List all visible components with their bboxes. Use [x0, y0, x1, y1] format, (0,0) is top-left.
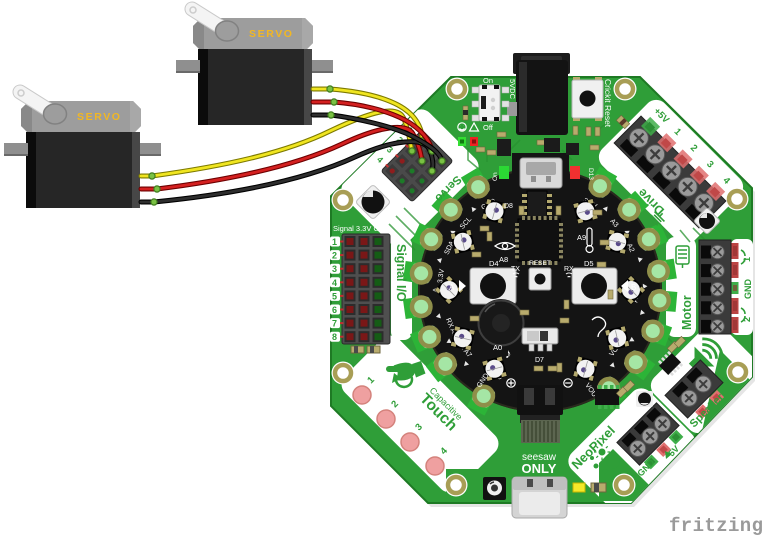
svg-text:GND: GND	[743, 279, 753, 300]
svg-text:D13: D13	[587, 168, 594, 180]
svg-text:6: 6	[332, 305, 337, 315]
svg-text:5VDC: 5VDC	[508, 79, 517, 100]
svg-text:3.3V: 3.3V	[437, 268, 446, 284]
svg-text:2: 2	[742, 317, 752, 322]
svg-text:Signal 3.3V GND: Signal 3.3V GND	[333, 224, 391, 233]
svg-text:D8: D8	[504, 203, 513, 210]
svg-text:seesaw: seesaw	[522, 452, 557, 463]
svg-text:TX: TX	[511, 266, 520, 273]
svg-text:1: 1	[742, 257, 752, 262]
svg-text:A2: A2	[625, 243, 635, 254]
svg-text:B: B	[631, 283, 636, 292]
svg-text:3: 3	[385, 144, 396, 155]
svg-text:ONLY: ONLY	[522, 461, 557, 476]
svg-text:On: On	[492, 172, 499, 181]
svg-text:Signal I/O: Signal I/O	[394, 244, 408, 302]
svg-text:SERVO: SERVO	[249, 28, 294, 40]
svg-text:D7: D7	[535, 357, 544, 364]
svg-text:7: 7	[332, 319, 337, 329]
svg-text:On: On	[483, 76, 493, 85]
svg-text:RESET: RESET	[529, 260, 551, 267]
svg-text:3: 3	[332, 264, 337, 274]
svg-text:A: A	[449, 283, 455, 292]
svg-text:♪: ♪	[505, 346, 512, 361]
svg-text:2: 2	[332, 251, 337, 261]
svg-text:RX: RX	[564, 266, 574, 273]
svg-text:A8: A8	[499, 255, 508, 264]
svg-text:A0: A0	[493, 343, 502, 352]
svg-text:2: 2	[395, 135, 406, 146]
svg-text:8: 8	[332, 332, 337, 342]
svg-text:Motor: Motor	[680, 295, 694, 330]
svg-text:2: 2	[389, 399, 401, 411]
svg-text:A9: A9	[577, 233, 586, 242]
svg-text:4: 4	[375, 154, 386, 165]
svg-text:D5: D5	[584, 259, 594, 268]
svg-text:Off: Off	[483, 123, 494, 132]
svg-text:A3: A3	[608, 218, 619, 229]
svg-text:2: 2	[688, 143, 700, 155]
svg-text:Crickit Reset: Crickit Reset	[603, 79, 613, 128]
svg-text:3: 3	[704, 159, 716, 171]
svg-text:3: 3	[413, 422, 425, 434]
svg-text:fritzing: fritzing	[669, 515, 763, 537]
svg-text:D4: D4	[489, 259, 499, 268]
svg-text:4: 4	[332, 278, 337, 288]
svg-text:1: 1	[332, 237, 337, 247]
svg-text:SERVO: SERVO	[77, 111, 122, 123]
svg-text:5: 5	[332, 291, 337, 301]
